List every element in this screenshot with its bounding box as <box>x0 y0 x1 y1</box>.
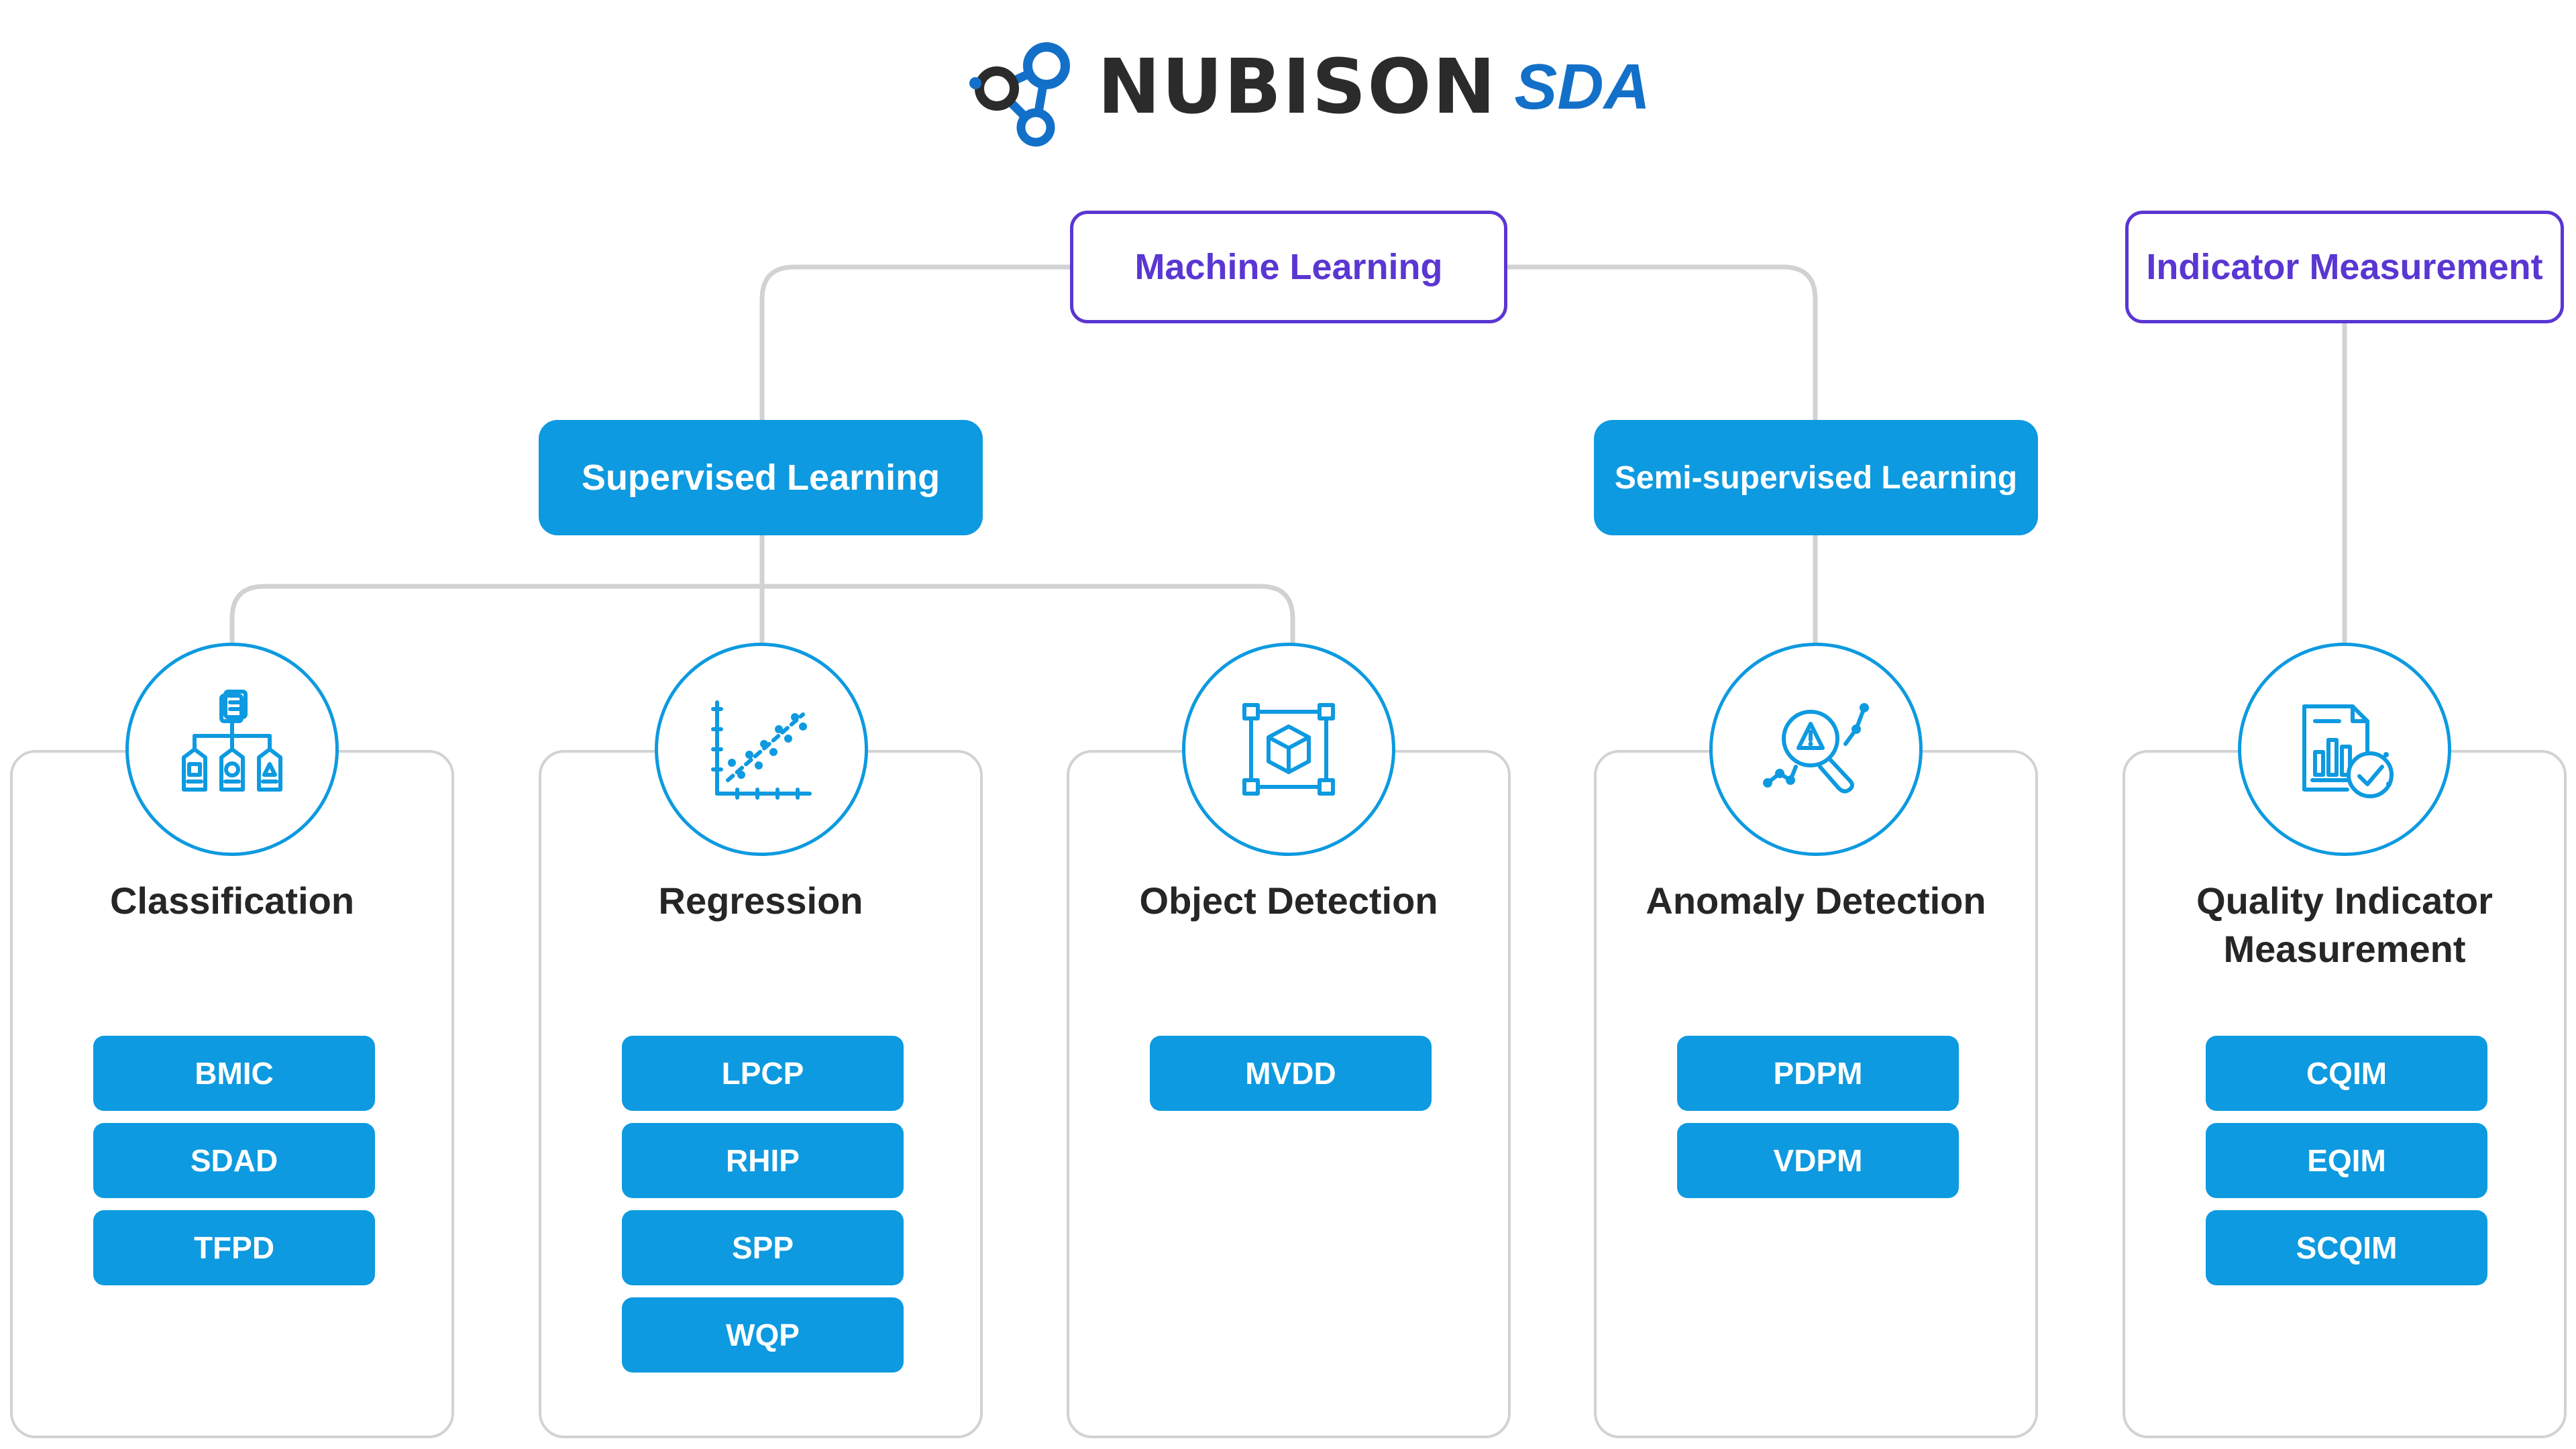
model-list: MVDD <box>1150 1036 1432 1123</box>
category-title: Classification <box>109 879 355 922</box>
regression-icon-circle <box>655 643 868 856</box>
scatter-plot-icon <box>711 700 812 800</box>
category-card-classification: Classification BMIC SDAD TFPD <box>10 750 454 1438</box>
category-card-regression: Regression LPCP RHIP SPP WQP <box>539 750 983 1438</box>
classification-icon-circle <box>125 643 339 856</box>
logo-accent-text: SDA <box>1514 51 1651 123</box>
category-card-anomaly-detection: Anomaly Detection PDPM VDPM <box>1594 750 2038 1438</box>
model-list: LPCP RHIP SPP WQP <box>622 1036 904 1385</box>
model-list: CQIM EQIM SCQIM <box>2206 1036 2487 1297</box>
magnifier-warning-icon <box>1763 703 1869 794</box>
model-tag-sdad[interactable]: SDAD <box>93 1123 375 1198</box>
model-list: BMIC SDAD TFPD <box>93 1036 375 1297</box>
connector-ml-to-supervised <box>759 264 1073 425</box>
model-tag-eqim[interactable]: EQIM <box>2206 1123 2487 1198</box>
semi-supervised-learning-node: Semi-supervised Learning <box>1594 420 2038 535</box>
category-card-object-detection: Object Detection MVDD <box>1067 750 1511 1438</box>
anomaly-detection-icon-circle <box>1709 643 1923 856</box>
model-tag-rhip[interactable]: RHIP <box>622 1123 904 1198</box>
model-tag-pdpm[interactable]: PDPM <box>1677 1036 1959 1111</box>
machine-learning-node: Machine Learning <box>1070 211 1507 323</box>
category-title: Object Detection <box>1139 879 1438 922</box>
category-title: Regression <box>658 879 863 922</box>
bounding-box-icon <box>1242 703 1335 796</box>
indicator-measurement-node: Indicator Measurement <box>2125 211 2564 323</box>
model-tag-scqim[interactable]: SCQIM <box>2206 1210 2487 1285</box>
quality-indicator-icon-circle <box>2238 643 2451 856</box>
model-tag-tfpd[interactable]: TFPD <box>93 1210 375 1285</box>
category-title: Anomaly Detection <box>1646 879 1986 922</box>
model-tag-lpcp[interactable]: LPCP <box>622 1036 904 1111</box>
molecule-icon <box>969 42 1070 147</box>
object-detection-icon-circle <box>1182 643 1395 856</box>
model-list: PDPM VDPM <box>1677 1036 1959 1210</box>
model-tag-bmic[interactable]: BMIC <box>93 1036 375 1111</box>
model-tag-vdpm[interactable]: VDPM <box>1677 1123 1959 1198</box>
category-title: Quality Indicator Measurement <box>2196 879 2493 970</box>
logo: NUBISON SDA <box>966 27 1650 148</box>
hierarchy-icon <box>182 690 282 792</box>
category-card-quality-indicator: Quality Indicator Measurement CQIM EQIM … <box>2123 750 2567 1438</box>
report-check-icon <box>2302 704 2394 798</box>
model-tag-mvdd[interactable]: MVDD <box>1150 1036 1432 1111</box>
model-tag-spp[interactable]: SPP <box>622 1210 904 1285</box>
supervised-learning-node: Supervised Learning <box>539 420 983 535</box>
logo-wordmark: NUBISON <box>1097 44 1497 131</box>
model-tag-cqim[interactable]: CQIM <box>2206 1036 2487 1111</box>
model-tag-wqp[interactable]: WQP <box>622 1297 904 1373</box>
connector-ml-to-semi <box>1505 264 1818 425</box>
